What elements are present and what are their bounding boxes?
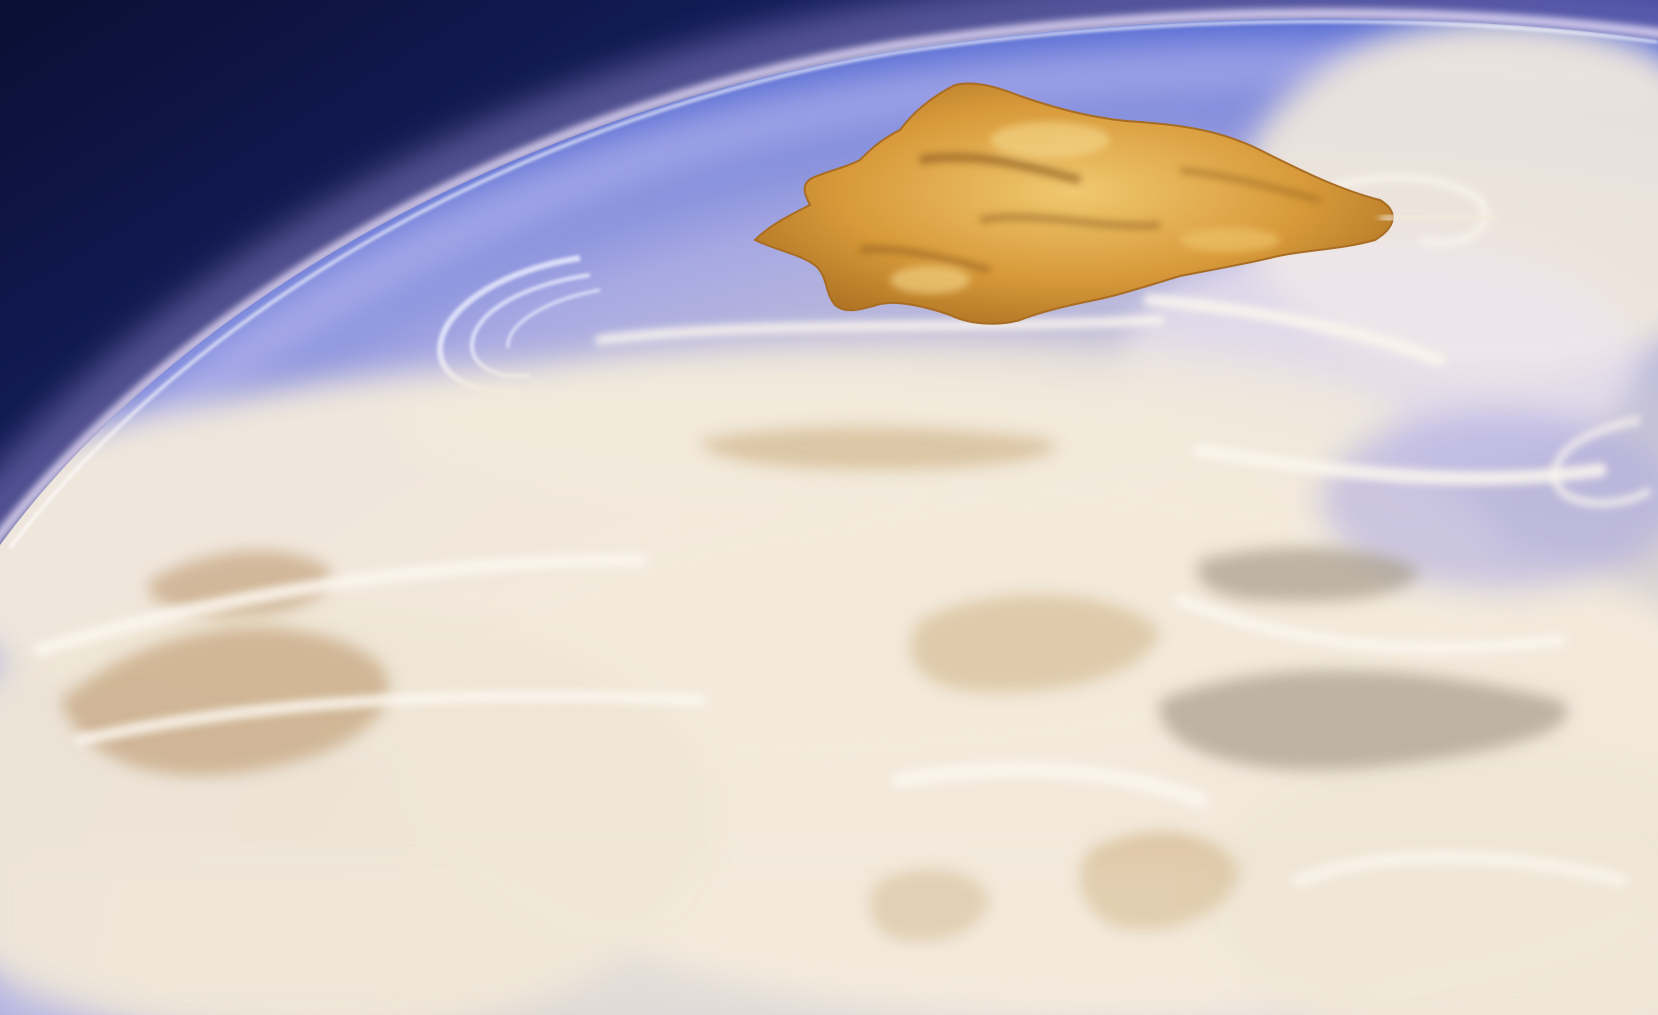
atmosphere-inner-rim [8, 20, 1658, 549]
atmosphere-rim [0, 8, 1658, 544]
landmass [753, 82, 1502, 325]
cloud-swirl-right [1298, 173, 1653, 508]
atmosphere-outer-glow [0, 0, 1658, 558]
